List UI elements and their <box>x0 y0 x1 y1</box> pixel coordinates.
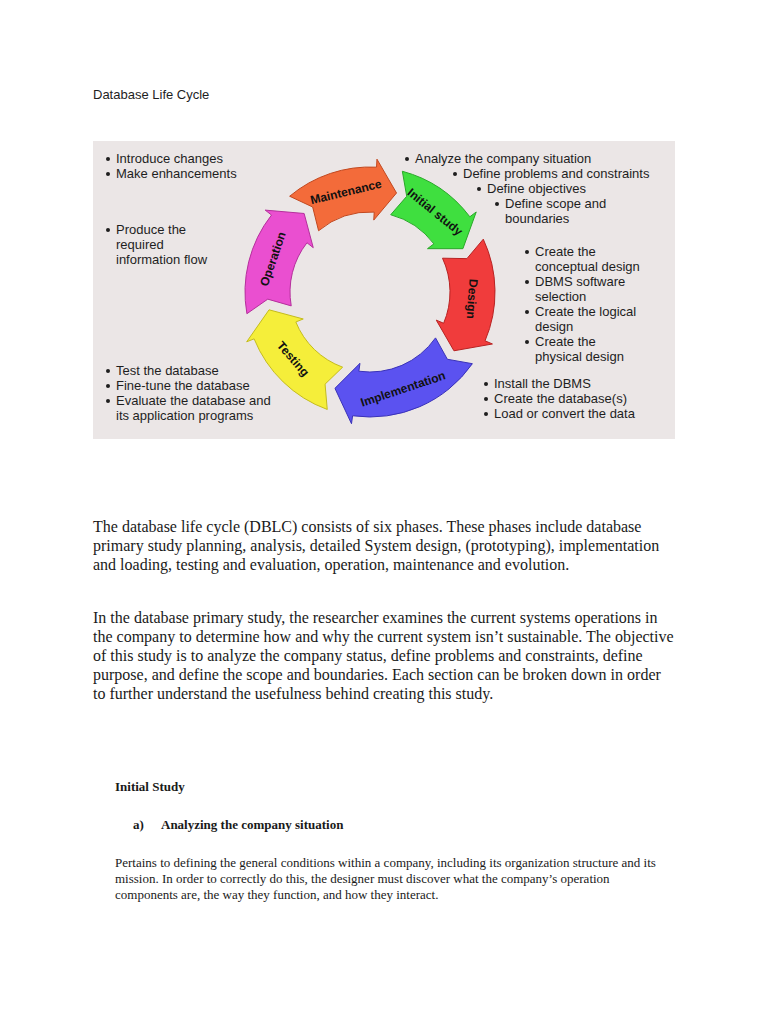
section-heading: a) <box>133 817 144 833</box>
bullet-item: DBMS software selection <box>524 274 643 304</box>
bullet-text: Define scope and boundaries <box>505 196 620 226</box>
bullet-item: Test the database <box>105 363 281 378</box>
phase-arrow: Maintenance <box>282 157 407 239</box>
bullet-item: Create the physical design <box>524 334 643 364</box>
bullet-text: Analyze the company situation <box>415 151 645 166</box>
small-paragraph: Pertains to defining the general conditi… <box>115 855 670 903</box>
arrow-outline <box>322 331 481 427</box>
arrow-segment <box>436 239 495 351</box>
bullet-item: Make enhancements <box>105 166 266 181</box>
bullet-dot <box>484 382 488 386</box>
bullet-text: Evaluate the database and its applicatio… <box>116 393 281 423</box>
arrow-segment <box>290 159 397 231</box>
bullet-text: Test the database <box>116 363 281 378</box>
bullet-item: Evaluate the database and its applicatio… <box>105 393 281 423</box>
arrow-segment <box>391 171 477 248</box>
bullet-item: Create the logical design <box>524 304 643 334</box>
section-heading: Initial Study <box>115 779 185 795</box>
bullet-item: Fine-tune the database <box>105 378 281 393</box>
bullet-text: Create the logical design <box>535 304 643 334</box>
bullet-dot <box>525 340 529 344</box>
bullet-dot <box>477 187 481 191</box>
bullet-dot <box>106 384 110 388</box>
arrow-segment <box>335 338 472 424</box>
page-title: Database Life Cycle <box>93 87 209 103</box>
bullet-item: Define objectives <box>476 181 667 196</box>
bullet-text: Define problems and constraints <box>463 166 663 181</box>
bullet-dot <box>106 172 110 176</box>
bullet-item: Introduce changes <box>105 151 266 166</box>
bullet-text: Define objectives <box>487 181 667 196</box>
bullet-text: Load or convert the data <box>494 406 664 421</box>
bullet-text: Make enhancements <box>116 166 266 181</box>
bullet-dot <box>405 157 409 161</box>
bullet-text: Create the database(s) <box>494 391 664 406</box>
bullet-text: DBMS software selection <box>535 274 643 304</box>
bullet-text: Introduce changes <box>116 151 266 166</box>
bullet-item: Create the conceptual design <box>524 244 643 274</box>
bullet-text: Produce the required information flow <box>116 222 216 267</box>
bullet-item: Create the database(s) <box>483 391 664 406</box>
bullet-text: Fine-tune the database <box>116 378 281 393</box>
bullet-item: Analyze the company situation <box>404 151 645 166</box>
body-paragraph: In the database primary study, the resea… <box>93 608 675 703</box>
bullet-dot <box>525 280 529 284</box>
bullet-dot <box>106 157 110 161</box>
bullet-item: Produce the required information flow <box>105 222 216 267</box>
body-paragraph: The database life cycle (DBLC) consists … <box>93 517 675 574</box>
bullet-item: Define problems and constraints <box>452 166 663 181</box>
bullet-text: Install the DBMS <box>494 376 664 391</box>
section-heading: Analyzing the company situation <box>161 817 343 833</box>
bullet-item: Load or convert the data <box>483 406 664 421</box>
bullet-dot <box>453 172 457 176</box>
bullet-dot <box>106 369 110 373</box>
bullet-dot <box>525 310 529 314</box>
bullet-text: Create the physical design <box>535 334 643 364</box>
image-background <box>93 141 675 439</box>
bullet-dot <box>484 397 488 401</box>
bullet-dot <box>525 250 529 254</box>
phase-arrow: Implementation <box>322 331 481 427</box>
bullet-item: Install the DBMS <box>483 376 664 391</box>
bullet-dot <box>495 202 499 206</box>
bullet-text: Create the conceptual design <box>535 244 643 274</box>
arrow-segment <box>245 210 313 314</box>
bullet-dot <box>484 412 488 416</box>
bullet-dot <box>106 228 110 232</box>
bullet-item: Define scope and boundaries <box>494 196 620 226</box>
bullet-dot <box>106 399 110 403</box>
